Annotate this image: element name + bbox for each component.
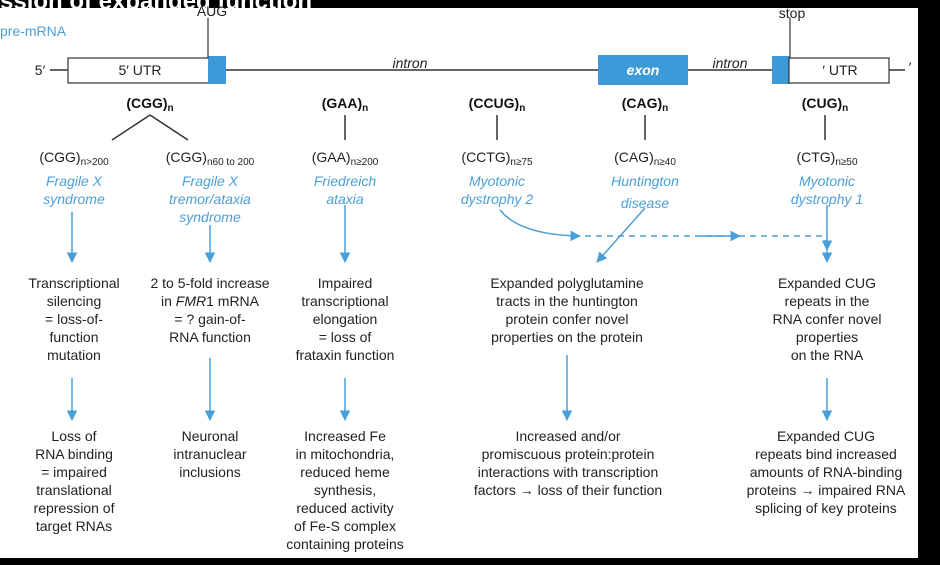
premrna-label: pre-mRNA (0, 23, 67, 39)
exon-label: exon (626, 62, 660, 78)
exon-box (598, 55, 688, 85)
condition-fragile-x: (CGG)n>200 Fragile X syndrome (39, 149, 109, 207)
branch-cgg-left (111, 114, 151, 141)
intron1-label: intron (392, 55, 428, 71)
utr3-label: ′ UTR (822, 62, 858, 78)
three-prime-label: ′ (908, 59, 912, 75)
utr3-box (788, 57, 890, 84)
condition-dm2: (CCTG)n≥75 Myotonic dystrophy 2 (460, 149, 534, 207)
mechanism-fmr1-increase: 2 to 5-fold increase in FMR1 mRNA = ? ga… (150, 275, 270, 345)
condition-fxtas: (CGG)n60 to 200 Fragile X tremor/ataxia … (165, 149, 255, 225)
stop-label: stop (778, 5, 806, 21)
repeat-ccug: (CCUG)n (468, 95, 526, 114)
branch-cgg-right (149, 114, 189, 141)
arrow-dashed-to-m5 (585, 235, 833, 252)
stop-exon-box (772, 56, 790, 84)
utr5-box (67, 57, 211, 84)
repeat-cag: (CAG)n (621, 95, 669, 114)
intron2-label: intron (712, 55, 748, 71)
diagram-panel (0, 8, 918, 558)
utr5-label: 5′ UTR (118, 62, 162, 78)
condition-friedreich: (GAA)n≥200 Friedreich ataxia (311, 149, 379, 207)
arrow-c4-curve (499, 209, 582, 242)
arrow-c5-m4 (596, 207, 646, 263)
condition-dm1: (CTG)n≥50 Myotonic dystrophy 1 (790, 149, 864, 207)
start-exon-box (208, 56, 226, 84)
slide-title: ssion of expanded function (0, 0, 313, 15)
repeat-cug: (CUG)n (801, 95, 849, 114)
repeat-gaa: (GAA)n (321, 95, 369, 114)
five-prime-label: 5′ (34, 62, 46, 78)
condition-huntington: (CAG)n≥40 Huntington disease (611, 149, 679, 211)
aug-label: AUG (196, 3, 228, 19)
repeat-cgg: (CGG)n (126, 95, 174, 114)
